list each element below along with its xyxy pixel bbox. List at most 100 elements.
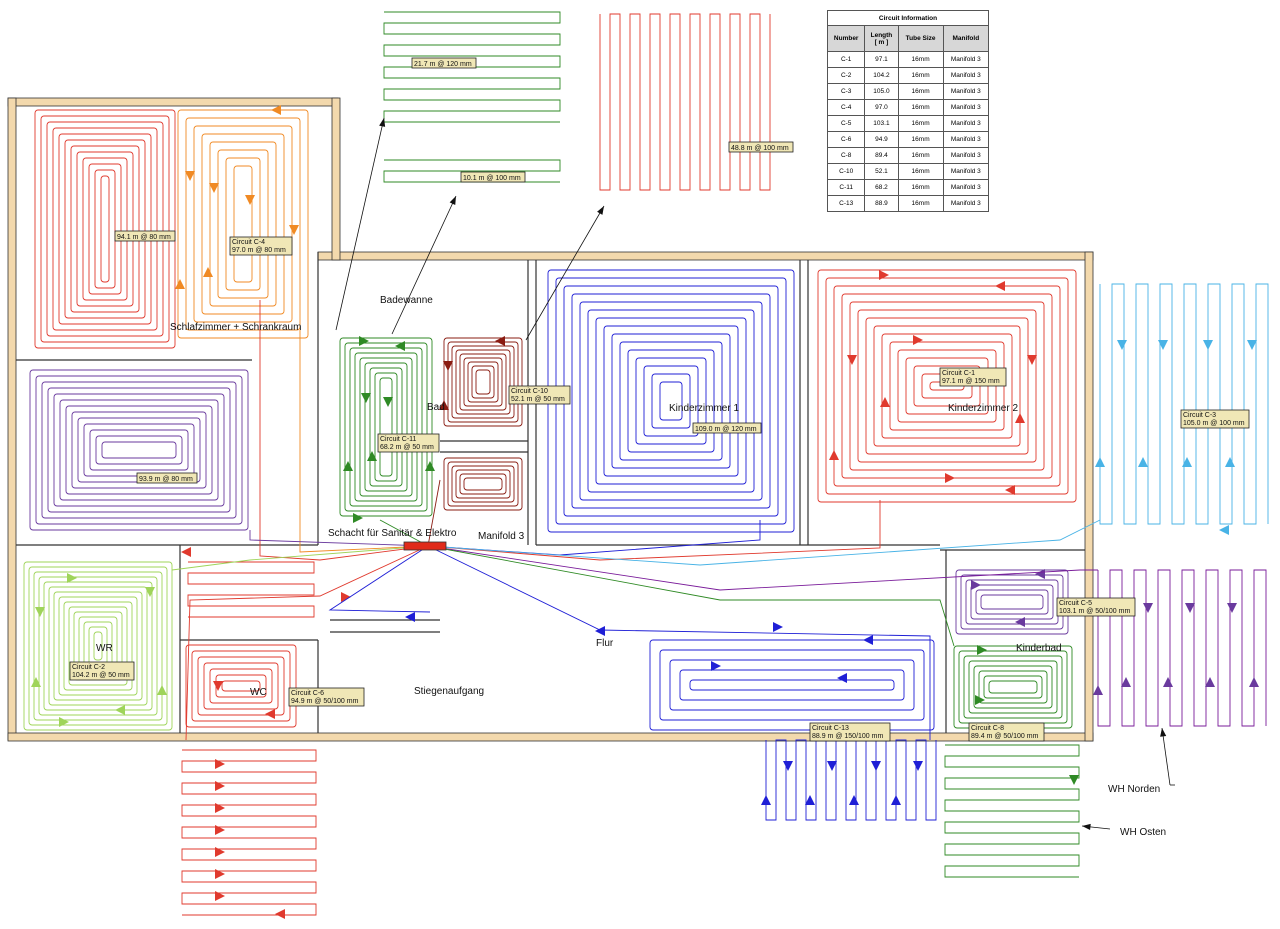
- table-header-cell: Manifold: [942, 25, 990, 52]
- pipe-ring: [339, 337, 433, 517]
- loop-s3: [599, 13, 771, 191]
- table-header-cell: Tube Size: [897, 25, 944, 52]
- pipe-ring: [203, 662, 279, 710]
- feed-line: [427, 500, 881, 561]
- pipe-ring: [46, 121, 164, 337]
- svg-text:52.1 m @ 50 mm: 52.1 m @ 50 mm: [511, 396, 565, 403]
- table-cell: 16mm: [897, 147, 944, 164]
- svg-text:88.9 m @ 150/100 mm: 88.9 m @ 150/100 mm: [812, 733, 883, 740]
- pipe-ring: [689, 679, 895, 691]
- pipe-ring: [47, 387, 231, 513]
- feed-line: [328, 545, 431, 613]
- pipe-ring: [973, 665, 1053, 709]
- flow-arrow: [829, 450, 839, 460]
- pipe-ring: [100, 175, 110, 283]
- length-label-s1: 21.7 m @ 120 mm: [411, 57, 477, 69]
- feed-lines: [171, 300, 1101, 741]
- table-cell: C-5: [826, 115, 866, 132]
- pointer-line: [1161, 727, 1171, 786]
- pipe-ring: [177, 109, 309, 339]
- pipe-ring: [833, 285, 1061, 487]
- svg-text:68.2 m @ 50 mm: 68.2 m @ 50 mm: [380, 444, 434, 451]
- flow-arrow: [863, 635, 873, 645]
- pipe-ring: [970, 584, 1054, 620]
- circuit-label-c2: Circuit C-2 104.2 m @ 50 mm: [69, 661, 135, 681]
- pointer-head: [379, 118, 386, 127]
- flow-arrows: [31, 105, 1259, 919]
- table-cell: Manifold 3: [942, 163, 990, 180]
- flow-arrow: [383, 397, 393, 407]
- pipe-ring: [459, 473, 507, 495]
- table-cell: 103.1: [864, 115, 899, 132]
- loop-c6: [185, 644, 297, 728]
- flow-arrow: [880, 397, 890, 407]
- flow-arrow: [245, 195, 255, 205]
- loop-wh-norden: [1097, 569, 1267, 727]
- pipe-ring: [443, 337, 523, 427]
- pipe-ring: [364, 362, 408, 492]
- flow-arrow: [1247, 340, 1257, 350]
- flow-arrow: [761, 795, 771, 805]
- flow-arrow: [425, 461, 435, 471]
- pipe-ring: [953, 645, 1073, 729]
- pipe-ring: [88, 163, 122, 295]
- length-label-s5: 93.9 m @ 80 mm: [136, 472, 198, 484]
- pipe-ring: [447, 461, 519, 507]
- flow-arrow: [1143, 603, 1153, 613]
- flow-arrow: [1035, 569, 1045, 579]
- room-label-kinderbad: Kinderbad: [1016, 643, 1062, 654]
- flow-arrow: [975, 695, 985, 705]
- pointer-arrows: [335, 117, 1175, 830]
- room-labels: Schlafzimmer + Schrankraum Badewanne Bad…: [96, 295, 1166, 838]
- length-labels: 21.7 m @ 120 mm 10.1 m @ 100 mm 48.8 m @…: [114, 57, 794, 484]
- flow-arrow: [595, 626, 605, 636]
- pipe-ring: [635, 357, 707, 445]
- feed-line: [427, 519, 1101, 566]
- pipe-ring: [68, 606, 128, 686]
- table-cell: 16mm: [897, 163, 944, 180]
- room-label-schacht: Schacht für Sanitär & Elektro: [328, 528, 457, 539]
- pipe-serpentine: [181, 749, 317, 916]
- pipe-ring: [52, 127, 158, 331]
- flow-arrow: [1158, 340, 1168, 350]
- table-cell: 88.9: [864, 195, 899, 212]
- svg-text:Circuit C-3: Circuit C-3: [1183, 412, 1216, 419]
- pipe-ring: [58, 596, 138, 696]
- loop-c10: [443, 337, 523, 427]
- flow-arrow: [1095, 457, 1105, 467]
- pipe-ring: [978, 670, 1048, 704]
- svg-text:Circuit C-5: Circuit C-5: [1059, 600, 1092, 607]
- table-cell: 16mm: [897, 131, 944, 148]
- flow-arrow: [971, 580, 981, 590]
- svg-text:Circuit C-4: Circuit C-4: [232, 239, 265, 246]
- loop-wc-upper: [187, 561, 315, 618]
- svg-text:Circuit C-10: Circuit C-10: [511, 388, 548, 395]
- length-label-s3: 48.8 m @ 100 mm: [728, 141, 794, 153]
- table-cell: 94.9: [864, 131, 899, 148]
- room-label-schlafzimmer: Schlafzimmer + Schrankraum: [170, 322, 301, 333]
- circuit-label-c11: Circuit C-11 68.2 m @ 50 mm: [377, 433, 440, 453]
- svg-text:Circuit C-11: Circuit C-11: [380, 436, 417, 443]
- flow-arrow: [891, 795, 901, 805]
- flow-arrow: [1015, 617, 1025, 627]
- pipe-ring: [369, 367, 403, 487]
- wall-west: [7, 97, 17, 741]
- pipe-ring: [23, 561, 173, 731]
- room-label-wr: WR: [96, 643, 113, 654]
- svg-text:Circuit C-6: Circuit C-6: [291, 690, 324, 697]
- room-label-kinderzimmer-2: Kinderzimmer 2: [948, 403, 1018, 414]
- flow-arrow: [175, 279, 185, 289]
- flow-arrow: [265, 709, 275, 719]
- table-cell: 16mm: [897, 67, 944, 84]
- pipe-ring: [48, 586, 148, 706]
- pipe-ring: [983, 675, 1043, 699]
- pipe-ring: [443, 457, 523, 511]
- pipe-ring: [849, 301, 1045, 471]
- table-cell: 97.1: [864, 51, 899, 68]
- pipe-ring: [643, 365, 699, 437]
- flow-arrow: [157, 685, 167, 695]
- circuit-label-c8: Circuit C-8 89.4 m @ 50/100 mm: [968, 722, 1045, 742]
- pipe-ring: [865, 317, 1029, 455]
- pipe-ring: [463, 477, 503, 491]
